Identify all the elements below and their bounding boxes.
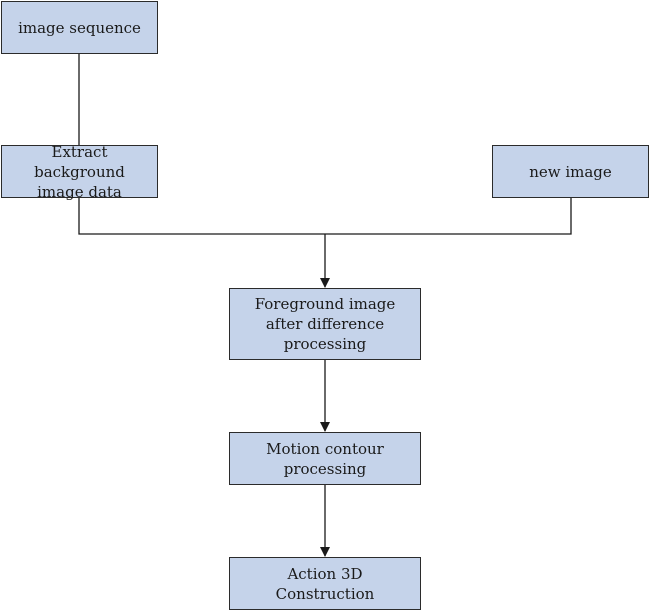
node-image-sequence-label: image sequence: [18, 18, 141, 37]
node-foreground-line-2: after difference: [265, 315, 385, 333]
connector-extract-to-junction: [78, 198, 325, 235]
node-action-3d-line-1: Action 3D: [287, 564, 363, 583]
node-motion-contour-line-1: Motion contour: [266, 439, 384, 458]
node-motion-contour: Motion contour processing: [229, 432, 421, 485]
node-extract-background: Extract background image data: [1, 142, 158, 201]
node-new-image: new image: [492, 145, 649, 198]
node-foreground-image: Foreground image after difference proces…: [229, 288, 421, 360]
node-action-3d: Action 3D Construction: [229, 557, 421, 610]
node-foreground-line-3: processing: [283, 335, 367, 353]
node-extract-background-line-1: Extract background: [34, 142, 125, 181]
node-foreground-line-1: Foreground image: [254, 295, 396, 313]
node-action-3d-line-2: Construction: [275, 584, 375, 603]
node-image-sequence: image sequence: [1, 1, 158, 54]
connector-newimage-to-junction: [325, 198, 572, 235]
node-new-image-label: new image: [529, 162, 612, 181]
node-extract-background-line-2: image data: [37, 182, 122, 201]
node-motion-contour-line-2: processing: [283, 459, 367, 478]
